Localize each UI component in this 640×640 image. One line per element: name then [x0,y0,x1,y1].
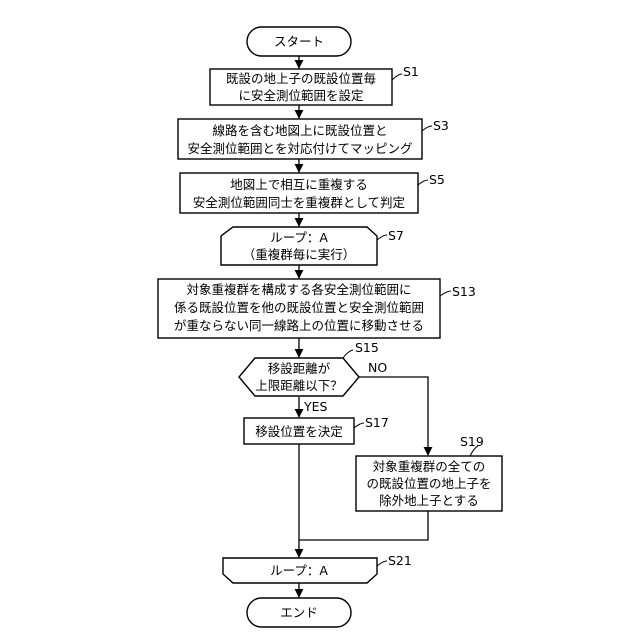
s1-line-1: 既設の地上子の既設位置毎 [226,71,376,86]
s19-line-2: の既設位置の地上子を [366,476,491,491]
s17-leader [354,423,364,428]
s13-line-1: 対象重複群を構成する各安全測位範囲に [186,282,411,297]
s1-leader [392,74,402,80]
s15-leader [343,350,353,358]
yes-label: YES [303,399,328,414]
s19-step-label: S19 [460,434,484,449]
s3-line-1: 線路を含む地図上に既設位置と [212,123,387,138]
s5-leader [418,180,428,185]
process-s17: 移設位置を決定 S17 [244,415,389,444]
s1-line-2: に安全測位範囲を設定 [238,88,363,103]
s5-line-1: 地図上で相互に重複する [230,177,368,192]
s17-line-1: 移設位置を決定 [255,424,343,439]
s3-line-2: 安全測位範囲とを対応付けてマッピング [187,141,412,156]
s13-line-3: が重ならない同一線路上の位置に移動させる [174,318,424,333]
s19-line-1: 対象重複群の全ての [373,459,486,474]
s13-step-label: S13 [452,284,476,299]
s21-step-label: S21 [388,553,412,568]
decision-s15: 移設距離が 上限距離以下？ S15 [239,340,379,396]
process-s1: 既設の地上子の既設位置毎 に安全測位範囲を設定 S1 [210,64,419,105]
s7-leader [377,235,387,240]
no-label: NO [368,360,387,375]
s7-step-label: S7 [388,228,404,243]
s7-line-2: （重複群毎に実行） [243,247,356,262]
end-node: エンド [247,598,351,627]
arrow-s19-merge [299,511,428,540]
s21-leader [377,561,387,566]
start-node: スタート [247,27,351,56]
s1-step-label: S1 [403,64,419,79]
process-s19: 対象重複群の全ての の既設位置の地上子を 除外地上子とする S19 [356,434,502,511]
loop-start-s7: ループ：A （重複群毎に実行） S7 [221,227,404,265]
s3-leader [422,126,432,131]
s5-step-label: S5 [429,172,445,187]
process-s5: 地図上で相互に重複する 安全測位範囲同士を重複群として判定 S5 [180,172,445,213]
process-s13: 対象重複群を構成する各安全測位範囲に 係る既設位置を他の既設位置と安全測位範囲 … [158,279,476,338]
s21-line-1: ループ：A [270,563,328,578]
s17-step-label: S17 [365,415,389,430]
s3-step-label: S3 [433,118,449,133]
s15-step-label: S15 [355,340,379,355]
s13-leader [440,291,451,296]
end-label: エンド [280,605,318,620]
s19-line-3: 除外地上子とする [379,493,479,508]
s15-line-2: 上限距離以下？ [255,378,343,393]
s15-line-1: 移設距離が [268,361,331,376]
process-s3: 線路を含む地図上に既設位置と 安全測位範囲とを対応付けてマッピング S3 [178,118,449,159]
s13-line-2: 係る既設位置を他の既設位置と安全測位範囲 [174,300,424,315]
s7-line-1: ループ：A [270,230,328,245]
loop-end-s21: ループ：A S21 [223,553,412,583]
s5-line-2: 安全測位範囲同士を重複群として判定 [193,195,405,210]
start-label: スタート [274,34,324,49]
